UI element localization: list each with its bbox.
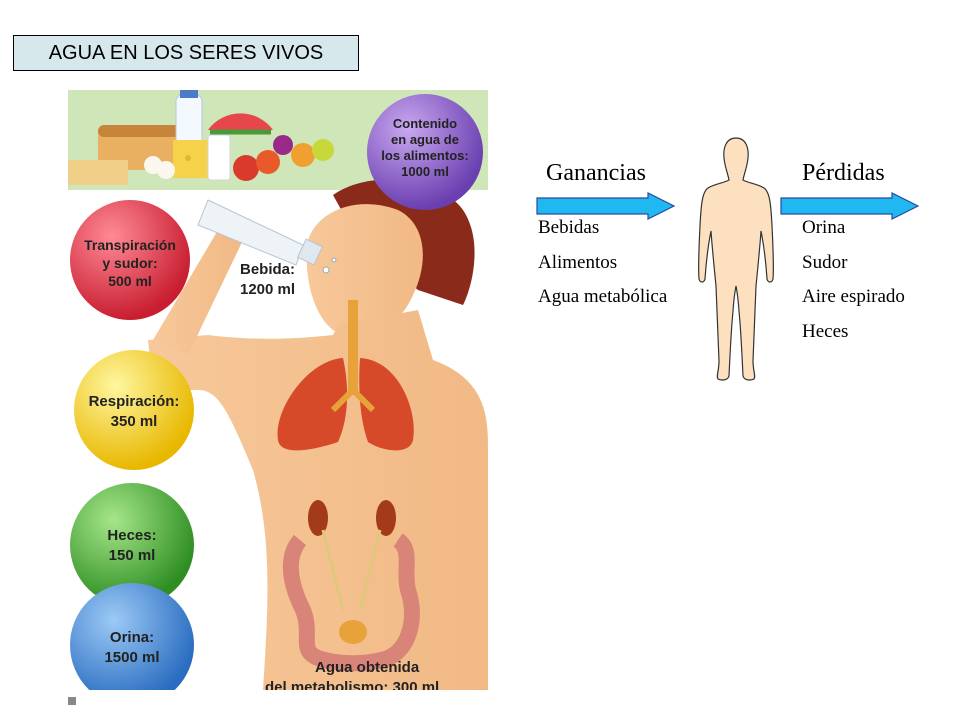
gains-list: Bebidas Alimentos Agua metabólica	[538, 211, 667, 315]
svg-text:Respiración:: Respiración:	[89, 393, 180, 410]
svg-text:Orina:: Orina:	[110, 629, 154, 646]
food-icon	[68, 90, 334, 185]
slide-bullet	[68, 697, 76, 705]
ball-food-water: Contenido en agua de los alimentos: 1000…	[367, 94, 483, 210]
gains-heading: Ganancias	[546, 160, 646, 186]
losses-arrow-icon	[780, 192, 920, 220]
losses-heading: Pérdidas	[802, 160, 885, 186]
svg-text:1000 ml: 1000 ml	[401, 164, 449, 179]
svg-text:y sudor:: y sudor:	[102, 255, 157, 271]
svg-text:1500 ml: 1500 ml	[104, 649, 159, 666]
gains-item: Agua metabólica	[538, 286, 668, 307]
svg-text:Transpiración: Transpiración	[84, 237, 176, 253]
gains-item: Alimentos	[538, 251, 618, 273]
bebida-label: Bebida: 1200 ml	[240, 261, 295, 298]
svg-text:Agua obtenida: Agua obtenida	[315, 659, 420, 676]
gains-arrow-icon	[536, 192, 676, 220]
svg-text:Contenido: Contenido	[393, 116, 457, 131]
svg-text:150 ml: 150 ml	[109, 547, 156, 564]
ball-respiration: Respiración: 350 ml	[74, 350, 194, 470]
losses-list: Orina Sudor Aire espirado Heces	[802, 211, 905, 349]
svg-text:los alimentos:: los alimentos:	[381, 148, 468, 163]
ball-feces: Heces: 150 ml	[70, 483, 194, 607]
svg-text:Bebida:: Bebida:	[240, 261, 295, 278]
metabolism-label: Agua obtenida del metabolismo: 300 ml	[265, 659, 439, 690]
water-balance-illustration: Bebida: 1200 ml Agua obtenida del metabo…	[68, 90, 488, 690]
slide-title: AGUA EN LOS SERES VIVOS	[13, 35, 359, 71]
human-figure-icon	[697, 137, 775, 381]
losses-item: Heces	[802, 320, 849, 342]
human-torso	[148, 179, 488, 690]
svg-text:1200 ml: 1200 ml	[240, 281, 295, 298]
losses-item: Orina	[802, 217, 846, 238]
svg-text:350 ml: 350 ml	[111, 413, 158, 430]
svg-text:en agua de: en agua de	[391, 132, 459, 147]
svg-text:Heces:: Heces:	[107, 527, 156, 544]
gains-item: Bebidas	[538, 217, 600, 238]
losses-item: Sudor	[802, 251, 848, 273]
losses-item: Aire espirado	[802, 286, 905, 307]
illustration-svg: Bebida: 1200 ml Agua obtenida del metabo…	[68, 90, 488, 690]
ball-sweat: Transpiración y sudor: 500 ml	[70, 200, 190, 320]
svg-text:del metabolismo: 300 ml: del metabolismo: 300 ml	[265, 679, 439, 690]
svg-text:500 ml: 500 ml	[108, 273, 152, 289]
ball-urine: Orina: 1500 ml	[70, 583, 194, 690]
